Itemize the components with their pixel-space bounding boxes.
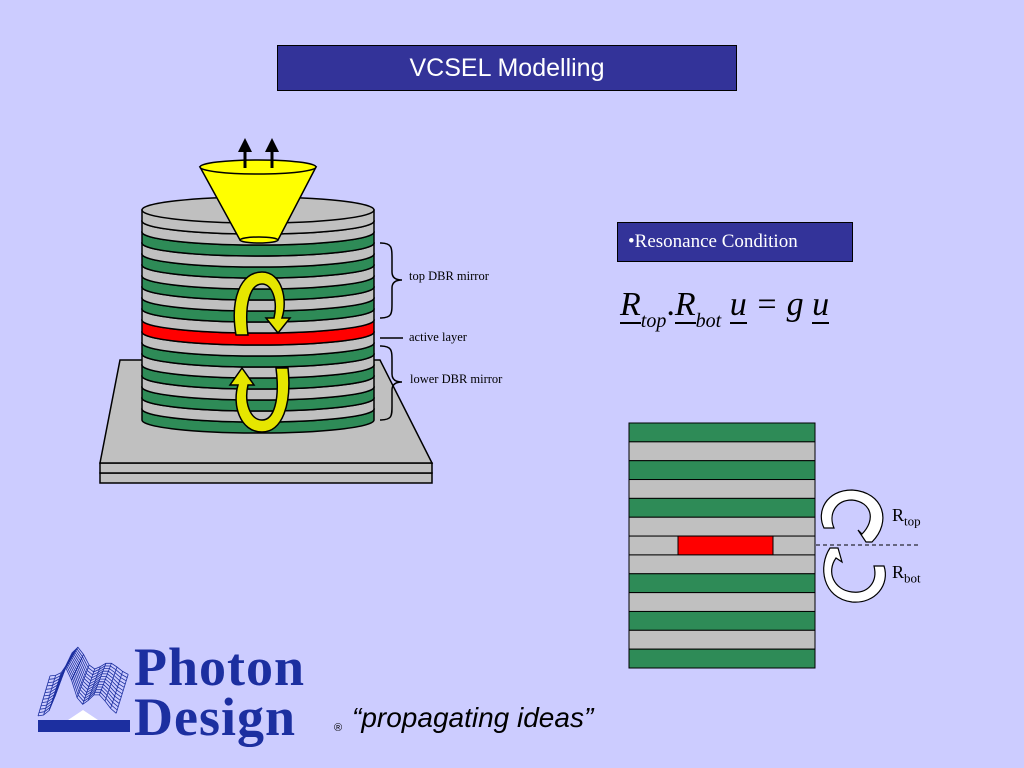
mesh-line: [59, 652, 73, 678]
mesh-line: [93, 663, 107, 696]
dbr-layer-row: [628, 554, 816, 575]
r-top-label: Rtop: [892, 505, 921, 529]
eq-equals-g: = g: [746, 286, 813, 323]
output-arrows: [238, 138, 279, 168]
dbr-layer-row: [628, 648, 816, 669]
dbr-layer-row: [628, 441, 816, 462]
mesh-line: [99, 663, 112, 696]
resonance-condition-text: •Resonance Condition: [628, 231, 798, 252]
dbr-layer-row: [628, 592, 816, 612]
eq-r-bot: R: [674, 286, 696, 324]
top-dbr-brace: [379, 242, 403, 319]
mesh-line: [115, 674, 129, 714]
dbr-layer-row: [628, 460, 816, 481]
top-dbr-label: top DBR mirror: [409, 269, 489, 283]
mesh-line: [110, 671, 123, 709]
resonance-condition-heading: •Resonance Condition: [617, 222, 853, 262]
top-feedback-arrow: [233, 271, 292, 336]
mesh-line: [54, 664, 68, 698]
layer-structure: [628, 422, 816, 669]
dbr-layer-row: [628, 516, 816, 537]
dbr-layer-row: [628, 610, 816, 631]
mesh-line: [87, 666, 101, 701]
mesh-line: [43, 675, 56, 716]
dbr-layer-row: [628, 479, 816, 499]
eq-r-top: R: [620, 286, 641, 324]
resonance-equation: Rtop.Rbot u = g u: [620, 286, 830, 346]
dbr-layer-row: [628, 422, 816, 443]
mesh-line: [37, 675, 51, 717]
rtop-reflection-arrow: [820, 489, 884, 543]
logo-photon-text: Photon: [134, 637, 306, 697]
logo-wave-mesh-icon: [37, 646, 130, 732]
active-layer-label: active layer: [409, 330, 467, 344]
eq-dot: .: [666, 286, 675, 323]
mesh-line: [48, 672, 62, 711]
mesh-line: [104, 666, 118, 702]
registered-mark: ®: [334, 722, 343, 734]
eq-u-right: u: [812, 286, 830, 324]
lower-dbr-brace: [379, 345, 403, 421]
slide-title: VCSEL Modelling: [277, 45, 737, 91]
eq-r-top-sub: top: [640, 310, 667, 332]
rbot-reflection-arrow: [823, 547, 886, 603]
slide-title-text: VCSEL Modelling: [409, 53, 605, 82]
mesh-line: [65, 646, 79, 669]
active-region: [677, 535, 774, 556]
mesh-line: [82, 668, 96, 705]
dbr-layer-row: [628, 497, 816, 518]
r-bot-label: Rbot: [892, 562, 921, 586]
lower-dbr-label: lower DBR mirror: [410, 372, 503, 386]
logo-base: [38, 720, 130, 732]
eq-r-bot-sub: bot: [695, 310, 722, 332]
dbr-layer-row: [628, 629, 816, 650]
dbr-layer-row: [628, 573, 816, 594]
mesh-line: [76, 664, 90, 698]
tagline: “propagating ideas”: [352, 702, 594, 733]
logo-design-text: Design: [134, 687, 297, 747]
mesh-line: [71, 654, 84, 681]
bottom-feedback-arrow: [228, 366, 290, 433]
eq-u-left: u: [729, 286, 747, 324]
logo-triangle-icon: [68, 710, 98, 720]
output-cone: [198, 159, 318, 244]
